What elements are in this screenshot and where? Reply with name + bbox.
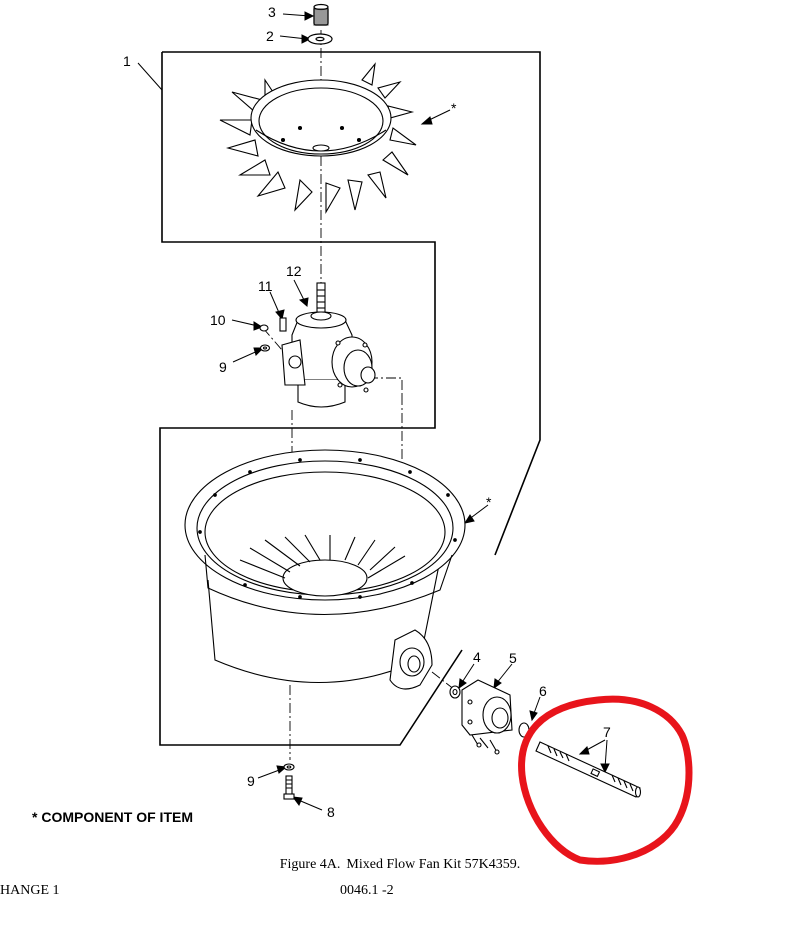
- callout-1: 1: [123, 53, 131, 69]
- fan-impeller: [219, 62, 417, 215]
- callout-6: 6: [539, 683, 547, 699]
- cap-part-3: [313, 3, 329, 26]
- figure-caption: Figure 4A. Mixed Flow Fan Kit 57K4359.: [0, 857, 800, 873]
- figure-title: Mixed Flow Fan Kit 57K4359.: [346, 857, 521, 872]
- callout-star-fan: *: [451, 100, 457, 116]
- washer-part-4: [449, 685, 461, 699]
- figure-number: Figure 4A.: [279, 857, 341, 872]
- callout-3: 3: [268, 4, 276, 20]
- assembly-group-outline: [159, 51, 541, 746]
- callout-7: 7: [603, 724, 611, 740]
- callout-5: 5: [509, 650, 517, 666]
- fan-housing: [184, 449, 466, 690]
- callout-8: 8: [327, 804, 335, 820]
- washer-part-2: [307, 33, 333, 45]
- callout-9-upper: 9: [219, 359, 227, 375]
- callout-4: 4: [473, 649, 481, 665]
- small-hardware-upper: [259, 317, 287, 352]
- footer-change-label: HANGE 1: [0, 883, 60, 898]
- callout-star-housing: *: [486, 494, 492, 510]
- component-note: * COMPONENT OF ITEM: [32, 809, 193, 825]
- bearing-housing-part-5: [461, 679, 513, 755]
- bolt-and-washer-lower: [283, 763, 295, 800]
- callout-12: 12: [286, 263, 302, 279]
- footer-page-number: 0046.1 -2: [340, 883, 394, 898]
- callout-10: 10: [210, 312, 226, 328]
- gearbox-part-12: [281, 282, 376, 408]
- shaft-part-7: [535, 741, 642, 798]
- callout-11: 11: [258, 278, 273, 294]
- callout-2: 2: [266, 28, 274, 44]
- callout-9-lower: 9: [247, 773, 255, 789]
- red-highlight-circle: [518, 695, 693, 865]
